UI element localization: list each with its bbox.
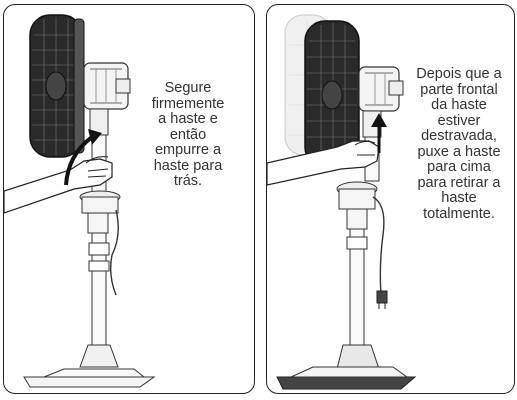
hand-arm xyxy=(4,156,113,214)
step-1-instruction: Segure firmemente a haste e então empurr… xyxy=(151,80,225,189)
step-2-illustration xyxy=(267,14,417,390)
hand-arm xyxy=(267,140,380,186)
step-2-panel: Depois que a parte frontal da haste esti… xyxy=(266,4,515,394)
fan-base xyxy=(23,344,156,388)
step-2-instruction: Depois que a parte frontal da haste esti… xyxy=(416,66,502,222)
push-back-arrow xyxy=(64,135,94,186)
pull-up-arrow xyxy=(371,113,387,153)
motor-housing xyxy=(83,62,131,110)
power-cord xyxy=(372,196,385,296)
fan-cage xyxy=(29,14,85,158)
fan-base xyxy=(276,344,417,390)
motor-housing xyxy=(358,66,404,112)
step-1-panel: Segure firmemente a haste e então empurr… xyxy=(3,4,255,394)
step-1-illustration xyxy=(4,14,156,388)
